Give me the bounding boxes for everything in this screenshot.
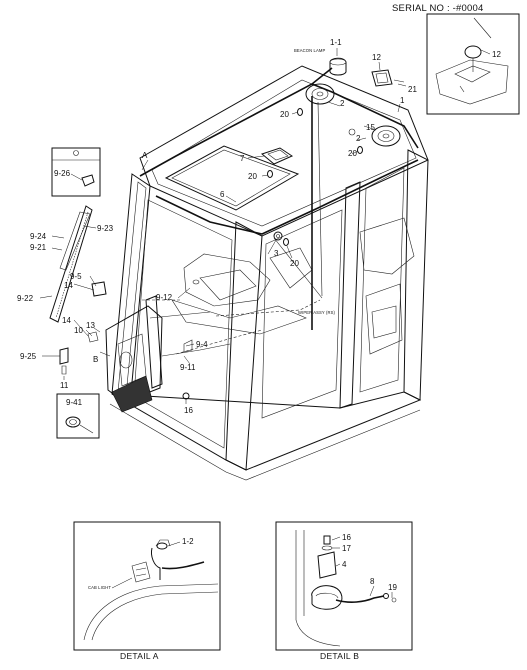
callout-13: 13 — [86, 321, 95, 330]
inset-antenna-detail: 12 — [426, 13, 520, 115]
callout-16-detail: 16 — [342, 533, 351, 542]
callout-9-25: 9-25 — [20, 352, 37, 361]
callout-9-26: 9-26 — [54, 169, 71, 178]
callout-16-main: 16 — [184, 406, 193, 415]
callout-3: 3 — [274, 249, 279, 258]
callout-20-c: 20 — [248, 172, 257, 181]
leader-lines — [39, 48, 407, 404]
callout-1: 1 — [400, 96, 405, 105]
marker-a: A — [142, 151, 148, 160]
callout-20-b: 20 — [348, 149, 357, 158]
callout-9-21: 9-21 — [30, 243, 47, 252]
callout-12-inset: 12 — [492, 50, 501, 59]
inset-9-41: 9-41 — [56, 393, 100, 439]
callout-15: 15 — [366, 123, 375, 132]
callout-7: 7 — [240, 154, 245, 163]
detail-a-caption: DETAIL A — [120, 651, 159, 661]
callout-20-a: 20 — [280, 110, 289, 119]
callout-1-1: 1-1 — [330, 38, 342, 47]
switch-3 — [273, 231, 283, 241]
screws-20 — [267, 108, 363, 246]
beacon-lamp — [329, 57, 347, 76]
callout-9-11: 9-11 — [180, 363, 196, 372]
callout-4: 4 — [342, 560, 347, 569]
callout-9-41: 9-41 — [66, 398, 83, 407]
wiper-arm — [49, 205, 107, 375]
wire-label-wiper: WIPER ASSY (RS) — [298, 310, 336, 315]
speaker-left — [305, 83, 335, 105]
detail-b-caption: DETAIL B — [320, 651, 360, 661]
detail-b: 16 17 4 8 19 — [275, 521, 413, 651]
callout-9-5: 9-5 — [70, 272, 82, 281]
inset-9-26: 9-26 — [51, 147, 101, 197]
callout-14-b: 14 — [62, 316, 71, 325]
callout-21: 21 — [408, 85, 417, 94]
room-lamp-7 — [260, 147, 294, 165]
callout-14-a: 14 — [64, 281, 73, 290]
detail-a: 1-2 CAB LIGHT — [73, 521, 221, 651]
speaker-right — [371, 125, 401, 147]
callout-9-12: 9-12 — [156, 293, 173, 302]
callout-11: 11 — [60, 381, 69, 390]
bracket-12 — [371, 69, 405, 87]
callout-9-23: 9-23 — [97, 224, 114, 233]
wire-label-beacon-lamp: BEACON LAMP — [294, 48, 325, 53]
callout-19: 19 — [388, 583, 397, 592]
cab-frame — [109, 65, 429, 481]
callout-17: 17 — [342, 544, 351, 553]
callout-6: 6 — [220, 190, 225, 199]
callout-9-22: 9-22 — [17, 294, 34, 303]
callout-8: 8 — [370, 577, 375, 586]
callout-20-d: 20 — [290, 259, 299, 268]
callout-10: 10 — [74, 326, 83, 335]
callout-2-b: 2 — [356, 134, 361, 143]
roof-wiring-harness — [139, 67, 419, 355]
callout-9-4: 9-4 — [196, 340, 208, 349]
callout-1-2: 1-2 — [182, 537, 194, 546]
callout-12: 12 — [372, 53, 381, 62]
wire-label-cab-light: CAB LIGHT — [88, 585, 111, 590]
callout-9-24: 9-24 — [30, 232, 47, 241]
serial-number-header: SERIAL NO : -#0004 — [392, 3, 484, 14]
callout-2-a: 2 — [340, 99, 345, 108]
marker-b: B — [93, 355, 98, 364]
main-callouts: 1-1 12 21 1 2 20 15 2 20 7 20 6 3 20 9-2… — [17, 38, 417, 415]
